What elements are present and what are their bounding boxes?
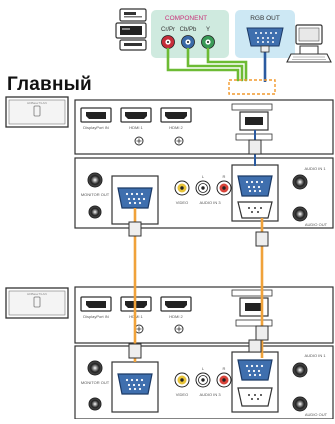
projector-2-monitor-out: MONITOR OUT <box>81 360 110 411</box>
projector-1-hdmi-1-label: HDMI 1 <box>129 125 143 130</box>
component-panel: COMPONENT Cr/Pr Cb/Pb Y <box>151 10 229 58</box>
projector-2-audio-in1-label: AUDIO IN 1 <box>304 353 326 358</box>
rgb-in-connector-1 <box>248 130 262 166</box>
daisy-chain-cable-right <box>255 218 269 358</box>
projector-2-audio-l-label: L <box>202 366 205 371</box>
component-title: COMPONENT <box>165 15 207 22</box>
component-jack-cr <box>161 35 175 49</box>
projector-1-video-jack: VIDEO <box>174 180 190 205</box>
projector-2-audio-in-1: AUDIO IN 1 <box>292 353 326 378</box>
projector-1-audio-in1-label: AUDIO IN 1 <box>304 166 326 171</box>
projector-2-hdmi-2: HDMI 2 <box>160 296 192 334</box>
projector-1-audio-l-jack: L <box>195 174 211 196</box>
projector-1-hdmi-2-label: HDMI 2 <box>169 125 183 130</box>
projector-1-audio-r-label: R <box>223 174 226 179</box>
desktop-computer-icon <box>286 24 332 63</box>
projector-2-audio-r-jack: R AUDIO IN 3 <box>199 366 232 397</box>
daisy-chain-cable-left <box>128 208 142 362</box>
projector-1-hdmi-2: HDMI 2 <box>160 107 192 146</box>
projector-2-audio-r-label: R <box>223 366 226 371</box>
rgb-out-panel: RGB OUT <box>235 10 295 58</box>
projector-1-audio-r-jack: R AUDIO IN 3 <box>199 174 232 205</box>
projector-1-audio-out: AUDIO OUT <box>292 206 328 227</box>
projector-2-hdbaset-label: HDBaseT/LAN <box>27 292 47 296</box>
projector-2-audio-out: AUDIO OUT <box>292 396 328 417</box>
projector-2-monitor-icon: HDBaseT/LAN <box>5 287 69 319</box>
page-title: Главный <box>7 74 92 95</box>
projector-1-component-in <box>231 164 279 222</box>
av-source-devices <box>115 8 147 51</box>
projector-2-top-panel <box>74 286 334 344</box>
component-jack-cb <box>181 35 195 49</box>
dvd-player-icon <box>119 8 147 22</box>
projector-2-video-jack: VIDEO <box>174 372 190 397</box>
projector-2-video-label: VIDEO <box>176 392 188 397</box>
component-port-label-cr: Cr/Pr <box>161 27 175 33</box>
projector-1-hdmi-1: HDMI 1 <box>120 107 152 146</box>
projector-1-audio-l-label: L <box>202 174 205 179</box>
projector-1: HDBaseT/LAN DisplayPort IN HDMI 1 HDMI 2 <box>5 96 334 229</box>
projector-1-audio-in-1: AUDIO IN 1 <box>292 166 326 190</box>
projector-2-displayport-label: DisplayPort IN <box>83 314 109 319</box>
rgb-out-vga-port <box>246 27 284 47</box>
projector-1-displayport-label: DisplayPort IN <box>83 125 109 130</box>
rgb-in-connector-2 <box>248 339 262 353</box>
projector-2-audio-out-label: AUDIO OUT <box>305 412 328 417</box>
projector-2-component-in <box>231 351 279 413</box>
projector-2-audio-l-jack: L <box>195 366 211 388</box>
projector-1-hdbaset-label: HDBaseT/LAN <box>27 101 47 105</box>
projector-2-displayport: DisplayPort IN <box>80 296 112 319</box>
projector-2: HDBaseT/LAN DisplayPort IN HDMI 1 HDMI 2 <box>5 286 334 420</box>
projector-2-hdmi-1-label: HDMI 1 <box>129 314 143 319</box>
projector-1-video-label: VIDEO <box>176 200 188 205</box>
projector-1-displayport: DisplayPort IN <box>80 107 112 130</box>
component-port-label-y: Y <box>206 27 210 33</box>
vcr-icon <box>119 39 147 51</box>
projector-2-vga-in <box>111 361 159 413</box>
projector-1-monitor-icon: HDBaseT/LAN <box>5 96 69 128</box>
component-jack-y <box>201 35 215 49</box>
rgb-out-label: RGB OUT <box>250 15 280 22</box>
projector-1-audio-out-label: AUDIO OUT <box>305 222 328 227</box>
projector-1-top-panel <box>74 99 334 155</box>
component-cable <box>166 47 248 82</box>
projector-1-audio-in3-label: AUDIO IN 3 <box>199 200 221 205</box>
projector-2-hdmi-2-label: HDMI 2 <box>169 314 183 319</box>
component-to-rgb-highlight <box>228 79 276 95</box>
projector-2-monitor-out-label: MONITOR OUT <box>81 380 110 385</box>
media-player-icon <box>115 22 147 39</box>
projector-1-monitor-out-label: MONITOR OUT <box>81 192 110 197</box>
rgb-input-cable <box>260 45 270 82</box>
component-port-label-cb: Cb/Pb <box>180 27 197 33</box>
projector-1-monitor-out: MONITOR OUT <box>81 172 110 219</box>
projector-2-audio-in3-label: AUDIO IN 3 <box>199 392 221 397</box>
